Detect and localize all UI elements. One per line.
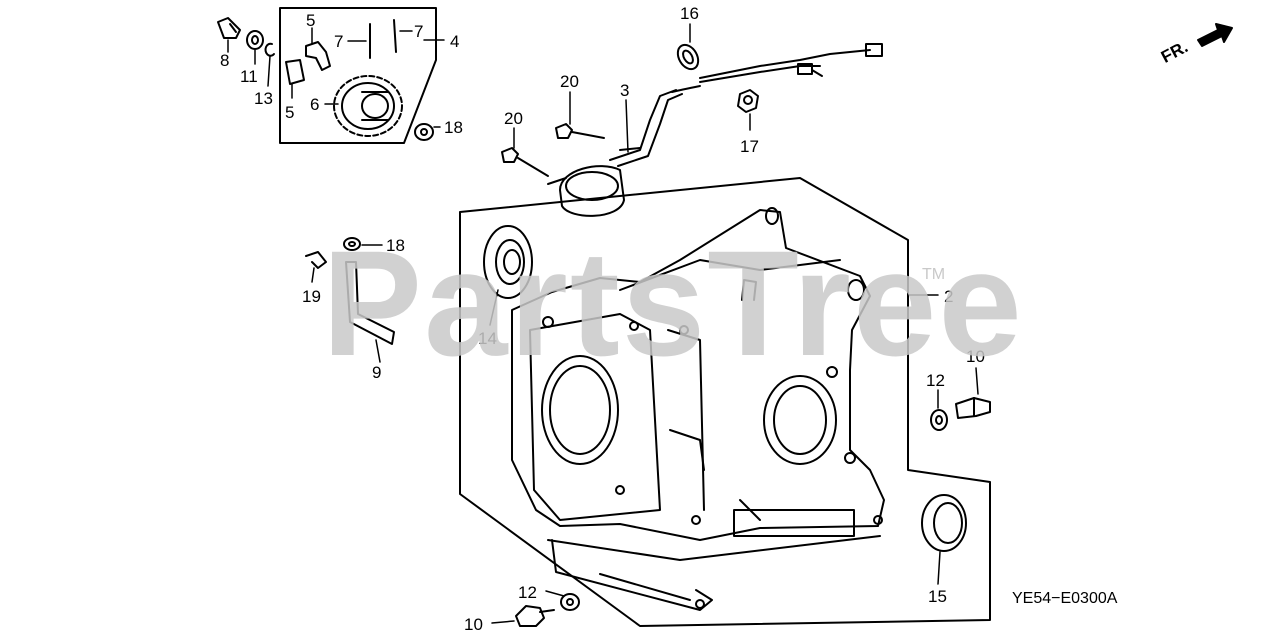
callout-10-bottom: 10 [464,615,483,634]
partstree-watermark: PartsTree [322,219,1024,387]
callout-19: 19 [302,287,321,306]
part-20-bolt-upper [555,123,605,139]
callout-16: 16 [680,4,699,23]
part-5-holder-lower [285,59,305,85]
callout-7-b: 7 [414,22,423,41]
callout-2: 2 [944,287,953,306]
part-18-washer [414,123,434,141]
callout-5-upper: 5 [306,11,315,30]
diagram-reference-code: YE54−E0300A [1012,590,1118,607]
part-16-grommet [676,43,700,71]
callout-labels: 8 11 13 5 5 6 7 7 4 18 16 17 20 3 20 18 … [220,4,985,634]
callout-12-right: 12 [926,371,945,390]
callout-6: 6 [310,95,319,114]
callout-20-lower: 20 [504,109,523,128]
callout-18-mid: 18 [386,236,405,255]
callout-13: 13 [254,89,273,108]
part-7-pin-b [393,19,397,53]
leader-lines [227,23,979,624]
part-5-holder-upper [305,41,331,71]
part-20-bolt-lower [501,147,549,177]
callout-11: 11 [240,67,258,86]
oil-sensor-wire [671,43,883,93]
part-12-washer-bottom [560,593,580,611]
part-10-bolt-right [955,397,991,419]
trademark-symbol: TM [922,266,946,283]
callout-9: 9 [372,363,381,382]
part-3-oil-level-switch [547,89,683,217]
callout-18-upper: 18 [444,118,463,137]
part-13-clip [264,42,275,57]
part-8-pin [217,17,241,39]
part-17-nut [737,89,759,113]
governor-group-frame [279,7,437,144]
callout-8: 8 [220,51,229,70]
callout-10-right: 10 [966,347,985,366]
part-2-crankcase [511,207,885,611]
part-19-clip [305,251,327,269]
callout-15: 15 [928,587,947,606]
part-18-washer-b [343,237,361,251]
part-12-washer-right [930,409,948,431]
part-15-oil-seal [921,494,967,552]
front-direction-arrow [1197,23,1233,47]
part-11-washer [246,30,264,50]
callout-20-upper: 20 [560,72,579,91]
callout-17: 17 [740,137,759,156]
part-14-bearing [483,225,533,299]
callout-7-a: 7 [334,32,343,51]
crankcase-group-frame [459,177,991,627]
part-9-breather-tube [345,261,395,345]
part-10-bolt-bottom [515,605,555,627]
callout-12-bottom: 12 [518,583,537,602]
part-6-governor-gear [333,75,403,137]
callout-4: 4 [450,32,459,51]
callout-5-lower: 5 [285,103,294,122]
callout-3: 3 [620,81,629,100]
callout-14: 14 [478,329,497,348]
